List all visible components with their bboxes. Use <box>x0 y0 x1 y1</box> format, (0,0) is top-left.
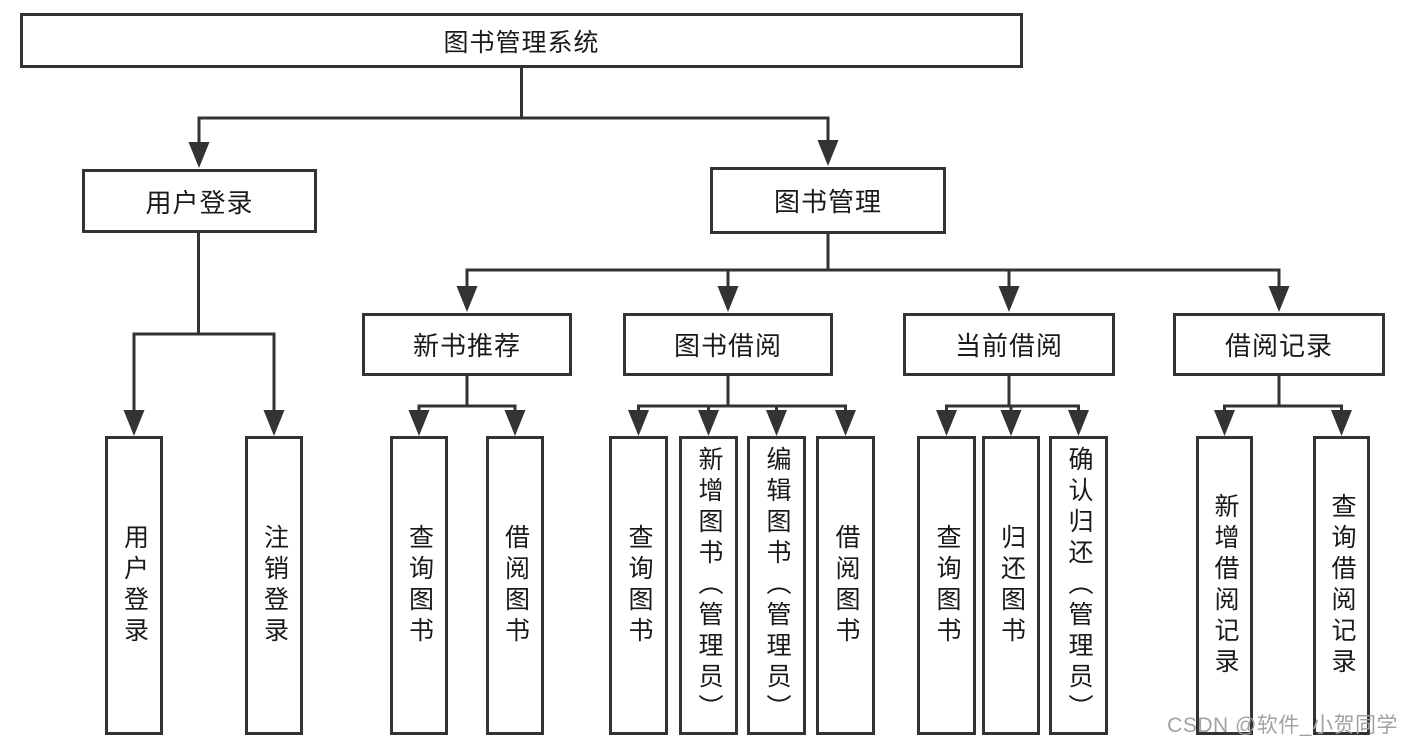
leaf-label: 查询图书 <box>405 523 434 648</box>
leaf-logout: 注销登录 <box>245 436 303 735</box>
leaf-recommend-borrow-book: 借阅图书 <box>486 436 544 735</box>
leaf-recommend-search-book: 查询图书 <box>390 436 448 735</box>
leaf-label: 用户登录 <box>120 523 149 648</box>
node-book-borrowing: 图书借阅 <box>623 313 833 376</box>
leaf-label: 归还图书 <box>997 523 1026 648</box>
leaf-records-search-record: 查询借阅记录 <box>1313 436 1370 735</box>
node-root-system: 图书管理系统 <box>20 13 1023 68</box>
leaf-borrow-search-book: 查询图书 <box>609 436 668 735</box>
node-new-book-recommendation: 新书推荐 <box>362 313 572 376</box>
node-user-login: 用户登录 <box>82 169 317 233</box>
leaf-label: 编辑图书（管理员） <box>763 446 791 725</box>
leaf-label: 确认归还（管理员） <box>1065 446 1093 725</box>
node-current-borrowing: 当前借阅 <box>903 313 1115 376</box>
leaf-label: 借阅图书 <box>501 523 530 648</box>
node-borrowing-records: 借阅记录 <box>1173 313 1385 376</box>
leaf-records-add-record: 新增借阅记录 <box>1196 436 1253 735</box>
leaf-user-login: 用户登录 <box>105 436 163 735</box>
arrowheads <box>123 140 1352 436</box>
leaf-label: 注销登录 <box>260 523 289 648</box>
leaf-current-confirm-return-admin: 确认归还（管理员） <box>1049 436 1108 735</box>
leaf-label: 新增借阅记录 <box>1211 492 1239 679</box>
leaf-label: 查询图书 <box>933 523 961 648</box>
node-book-management: 图书管理 <box>710 167 946 234</box>
leaf-label: 借阅图书 <box>832 523 860 648</box>
leaf-borrow-borrow-book: 借阅图书 <box>816 436 875 735</box>
csdn-watermark: CSDN @软件_小贺同学 <box>1167 714 1398 737</box>
leaf-current-return-book: 归还图书 <box>982 436 1040 735</box>
leaf-label: 新增图书（管理员） <box>695 446 723 725</box>
leaf-borrow-add-book-admin: 新增图书（管理员） <box>679 436 738 735</box>
leaf-current-search-book: 查询图书 <box>917 436 976 735</box>
leaf-label: 查询图书 <box>625 523 653 648</box>
leaf-borrow-edit-book-admin: 编辑图书（管理员） <box>747 436 806 735</box>
leaf-label: 查询借阅记录 <box>1328 492 1356 679</box>
